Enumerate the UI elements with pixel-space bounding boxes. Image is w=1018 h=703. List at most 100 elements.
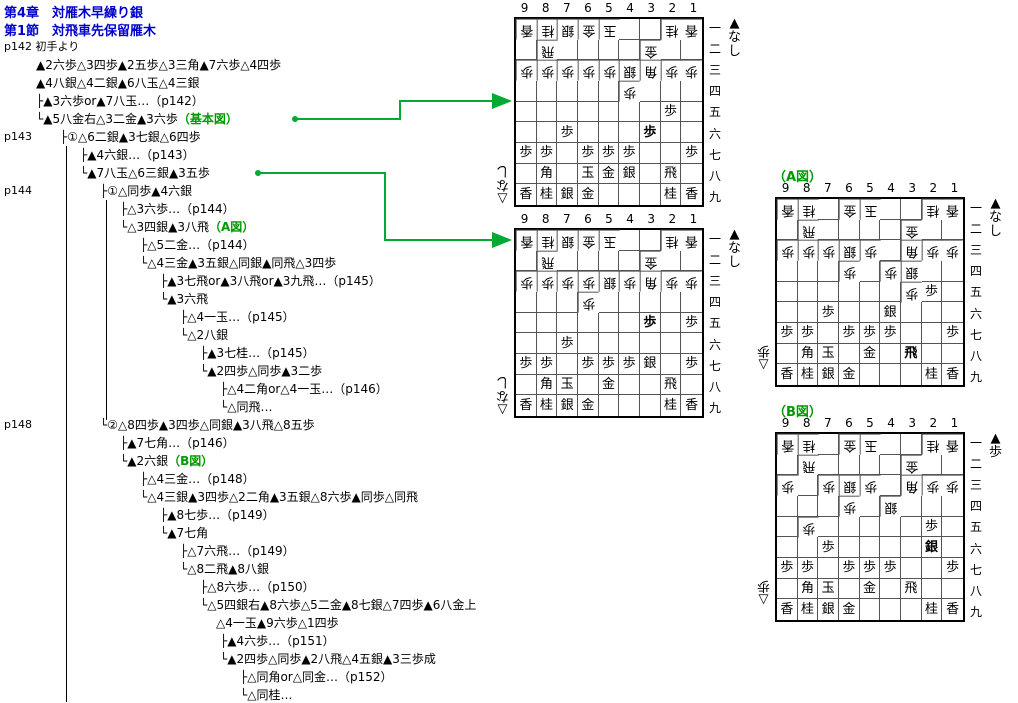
column-label: 5 bbox=[605, 1, 613, 15]
row-label: 八 bbox=[970, 348, 983, 363]
row-label: 一 bbox=[709, 232, 722, 247]
board-square bbox=[942, 344, 963, 365]
board-square bbox=[777, 537, 798, 558]
board-square bbox=[797, 302, 819, 323]
shogi-piece: 歩 bbox=[516, 142, 537, 164]
board-square bbox=[921, 578, 943, 600]
row-label: 八 bbox=[970, 583, 983, 598]
shogi-piece: 歩 bbox=[577, 142, 599, 164]
column-label: 7 bbox=[562, 212, 571, 226]
board-square bbox=[880, 599, 901, 620]
board-square bbox=[619, 333, 640, 354]
hand-char: し bbox=[728, 44, 742, 59]
row-label: 七 bbox=[709, 358, 722, 373]
tree-line: └▲5八金右△3二金▲3六歩（基本図） bbox=[36, 112, 238, 126]
hand-char: △ bbox=[758, 357, 769, 372]
hand-char: 歩 bbox=[989, 445, 1003, 460]
tree-line: └▲7七角 bbox=[160, 526, 209, 540]
board-square bbox=[516, 101, 537, 123]
shogi-piece: 歩 bbox=[942, 240, 963, 261]
shogi-piece: 歩 bbox=[681, 271, 702, 292]
row-labels: 一二三四五六七八九 bbox=[970, 197, 982, 387]
column-label: 2 bbox=[668, 1, 677, 15]
shogi-piece: 桂 bbox=[660, 19, 682, 40]
page-ref: p144 bbox=[4, 184, 32, 197]
board-square bbox=[516, 122, 537, 143]
shogi-piece: 金 bbox=[598, 374, 620, 396]
shogi-piece: 銀 bbox=[598, 271, 620, 292]
section-title: 第1節 対飛車先保留雁木 bbox=[4, 24, 157, 39]
page-ref: p143 bbox=[4, 130, 32, 143]
column-label: 9 bbox=[520, 1, 529, 15]
board-square bbox=[516, 250, 537, 272]
shogi-piece: 金 bbox=[838, 434, 860, 455]
shogi-piece: 桂 bbox=[798, 599, 819, 620]
tree-line: ├①△同歩▲4六銀 bbox=[100, 184, 193, 198]
tree-line: ├▲8七歩…（p149） bbox=[160, 508, 275, 522]
board-square bbox=[838, 516, 860, 538]
shogi-piece: 桂 bbox=[921, 434, 943, 455]
shogi-piece: 銀 bbox=[838, 475, 860, 496]
shogi-piece: 歩 bbox=[577, 291, 599, 313]
board-square bbox=[880, 434, 901, 455]
board-square bbox=[577, 39, 599, 61]
shogi-piece: 玉 bbox=[818, 343, 839, 365]
shogi-piece: 歩 bbox=[639, 122, 661, 143]
shogi-piece: 香 bbox=[777, 599, 798, 620]
shogi-piece: 歩 bbox=[681, 60, 702, 81]
row-label: 一 bbox=[970, 201, 983, 216]
board-square bbox=[681, 81, 702, 102]
shogi-piece: 歩 bbox=[598, 142, 620, 164]
column-label: 9 bbox=[781, 181, 790, 195]
board-square bbox=[900, 434, 922, 455]
board-square bbox=[797, 475, 819, 496]
shogi-piece: 銀 bbox=[619, 163, 640, 185]
tree-connector bbox=[66, 146, 67, 702]
shogi-piece: 歩 bbox=[598, 60, 620, 81]
shogi-piece: 歩 bbox=[797, 557, 819, 579]
shogi-piece: 歩 bbox=[557, 122, 578, 143]
board-square bbox=[818, 454, 839, 476]
row-label: 五 bbox=[709, 316, 722, 331]
shogi-piece: 歩 bbox=[921, 516, 943, 538]
shogi-piece: 歩 bbox=[536, 271, 558, 292]
shogi-piece: 角 bbox=[797, 343, 819, 365]
board-square bbox=[598, 39, 620, 61]
board-square bbox=[942, 579, 963, 600]
board-square bbox=[818, 281, 839, 303]
board-square bbox=[777, 281, 798, 303]
board-square bbox=[880, 516, 901, 538]
shogi-piece: 金 bbox=[639, 39, 661, 61]
shogi-piece: 飛 bbox=[660, 163, 682, 185]
board-square bbox=[921, 454, 943, 476]
shogi-piece: 歩 bbox=[838, 260, 860, 282]
board-square bbox=[880, 454, 901, 476]
base-diagram-label: （基本図） bbox=[177, 112, 238, 126]
board-square bbox=[681, 333, 702, 354]
board-square bbox=[536, 291, 558, 313]
shogi-piece: 銀 bbox=[557, 19, 578, 40]
row-label: 五 bbox=[970, 520, 983, 535]
shogi-piece: 香 bbox=[942, 434, 963, 455]
shogi-piece: 歩 bbox=[660, 101, 682, 123]
shogi-piece: 銀 bbox=[557, 184, 578, 205]
tree-line: ├▲3六歩or▲7八玉…（p142） bbox=[36, 94, 204, 108]
board-square bbox=[880, 364, 901, 385]
board-square bbox=[818, 557, 839, 579]
gote-hand: △歩 bbox=[757, 343, 770, 372]
shogi-piece: 歩 bbox=[681, 313, 702, 334]
shogi-piece: 玉 bbox=[598, 19, 620, 40]
shogi-piece: 香 bbox=[516, 395, 537, 416]
board-square bbox=[557, 250, 578, 272]
tree-line: ├△8六歩…（p150） bbox=[200, 580, 315, 594]
shogi-piece: 歩 bbox=[818, 302, 839, 323]
shogi-piece: 角 bbox=[797, 578, 819, 600]
column-label: 6 bbox=[845, 181, 853, 195]
board-square bbox=[681, 292, 702, 313]
shogi-piece: 香 bbox=[685, 187, 699, 203]
shogi-piece: 金 bbox=[577, 230, 599, 251]
board-square bbox=[942, 302, 963, 323]
